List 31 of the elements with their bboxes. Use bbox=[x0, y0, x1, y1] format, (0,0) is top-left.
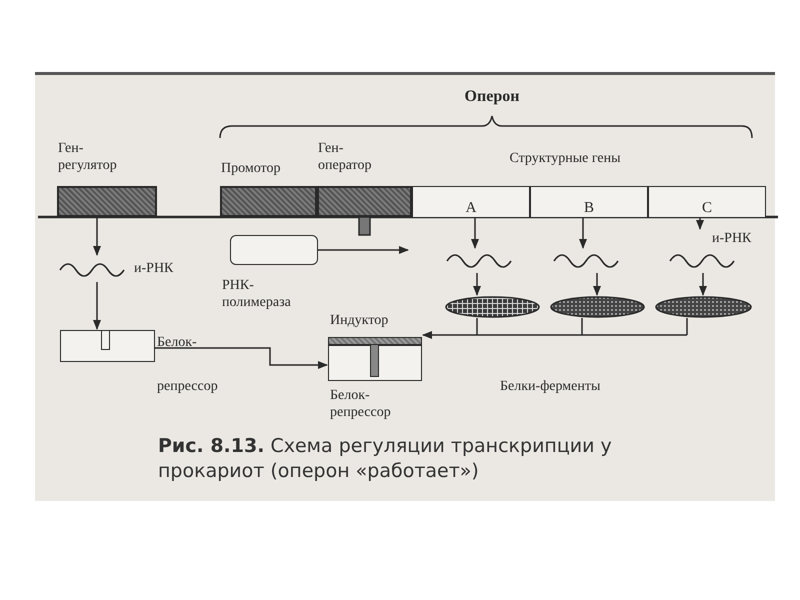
gene-letter: C bbox=[702, 200, 712, 217]
arrow bbox=[593, 273, 601, 296]
arrow bbox=[318, 246, 409, 254]
gene-box bbox=[530, 186, 648, 217]
gene-label: Ген-оператор bbox=[318, 140, 372, 174]
gene-letter: A bbox=[466, 200, 476, 217]
diagram-label: Оперон bbox=[464, 88, 520, 105]
arrow bbox=[696, 217, 704, 230]
caption: Рис. 8.13. Схема регуляции транскрипции у прокариот (оперон «работает») bbox=[158, 434, 613, 484]
arrow bbox=[579, 217, 587, 249]
mrna-label: и-РНК bbox=[134, 260, 174, 277]
gene-box bbox=[412, 186, 530, 217]
gene-letter: B bbox=[584, 200, 594, 217]
arrow bbox=[473, 273, 481, 296]
inducer-label: Индуктор bbox=[330, 312, 388, 329]
arrow bbox=[93, 282, 101, 330]
arrow bbox=[471, 217, 479, 249]
arrow bbox=[155, 347, 328, 369]
arrow bbox=[93, 217, 101, 256]
gene-label: Ген-регулятор bbox=[58, 140, 118, 174]
arrow bbox=[699, 273, 707, 296]
polymerase-label: РНК-полимераза bbox=[222, 277, 292, 311]
diagram-label: Структурные гены bbox=[509, 150, 621, 167]
repressor-label: Белок-репрессор bbox=[330, 387, 392, 421]
gene-box bbox=[648, 186, 766, 217]
repressor-label: Белок-репрессор bbox=[157, 334, 217, 396]
mrna-label: и-РНК bbox=[712, 230, 752, 247]
arrow bbox=[422, 317, 688, 339]
repressor-box bbox=[60, 330, 155, 362]
gene-label: Промотор bbox=[221, 160, 282, 177]
diagram-label: Белки-ферменты bbox=[500, 378, 600, 395]
